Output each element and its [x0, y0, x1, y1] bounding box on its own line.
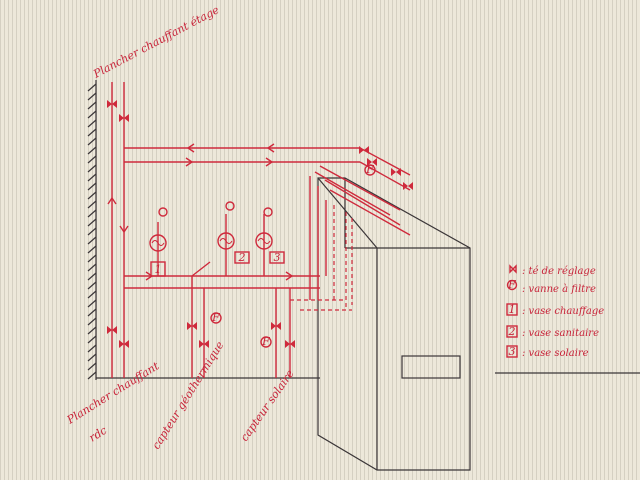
wall-hatch-line — [87, 326, 97, 335]
wall-hatch-line — [87, 272, 97, 281]
wall-hatch-line — [87, 308, 97, 317]
valve-icon — [199, 340, 209, 348]
solar-pipes — [275, 288, 291, 378]
wall-hatch-line — [87, 110, 97, 119]
legend-item-filter-valve: F : vanne à filtre — [506, 278, 596, 295]
wall-hatch-line — [87, 335, 97, 344]
svg-text:: vase sanitaire: : vase sanitaire — [522, 328, 599, 339]
wall-hatch-line — [87, 353, 97, 362]
valve-icon — [107, 100, 117, 108]
flow-arrow-icon — [285, 271, 294, 281]
legend-item-adjust-tee: : té de réglage — [509, 264, 596, 277]
vessel-tag-3: 3 — [269, 251, 285, 264]
valve-icon — [187, 322, 197, 330]
wall — [87, 80, 97, 380]
legend-item-heating-vessel: 1 : vase chauffage — [506, 303, 604, 317]
valve-icon — [271, 322, 281, 330]
valve-icon — [119, 340, 129, 348]
valve-icon — [391, 168, 401, 176]
svg-text:3: 3 — [509, 345, 516, 358]
wall-hatch-line — [87, 263, 97, 272]
label-floor-heating-upstairs: Plancher chauffant étage — [90, 3, 221, 81]
vessel-tag-1: 1 — [150, 261, 166, 277]
valve-icon — [359, 146, 369, 154]
wall-hatch-line — [87, 290, 97, 299]
legend-item-solar-vessel: 3 : vase solaire — [506, 345, 589, 359]
wall-hatch-line — [87, 317, 97, 326]
wall-hatch-line — [87, 128, 97, 137]
svg-text:1: 1 — [509, 303, 516, 316]
wall-hatch-line — [87, 227, 97, 236]
legend: : té de réglage F : vanne à filtre 1 : v… — [506, 264, 604, 359]
heating-vessel-branch — [149, 207, 168, 276]
svg-text:: vase solaire: : vase solaire — [522, 348, 589, 359]
svg-text:F: F — [211, 311, 220, 324]
wall-hatch-line — [87, 281, 97, 290]
flow-arrow-icon — [119, 225, 129, 234]
valve-icon — [403, 182, 413, 190]
svg-text:3: 3 — [274, 251, 281, 264]
riser-pipes — [111, 82, 360, 378]
flow-arrow-icon — [107, 196, 117, 205]
wall-hatch-line — [87, 344, 97, 353]
collector-pipes — [290, 147, 411, 311]
filter-tag-geothermal: F — [210, 311, 222, 324]
flow-arrow-icon — [266, 143, 275, 153]
svg-text:2: 2 — [508, 325, 516, 338]
legend-item-sanitary-vessel: 2 : vase sanitaire — [506, 325, 599, 339]
wall-hatch-line — [87, 182, 97, 191]
valve-icon — [107, 326, 117, 334]
flow-arrows — [107, 143, 294, 281]
svg-text:F: F — [365, 163, 374, 176]
svg-text:2: 2 — [238, 251, 246, 264]
flow-arrow-icon — [265, 157, 274, 167]
svg-text:: vanne à filtre: : vanne à filtre — [522, 284, 596, 295]
geothermal-pipes — [191, 261, 211, 378]
wall-hatch-line — [87, 299, 97, 308]
wall-hatch-line — [87, 92, 97, 101]
wall-hatch-line — [87, 191, 97, 200]
wall-hatch-line — [87, 173, 97, 182]
solar-vessel-branch — [255, 207, 273, 276]
wall-hatch-line — [87, 137, 97, 146]
label-geothermal-sensor: capteur géothermique — [150, 339, 227, 452]
svg-text:: vase chauffage: : vase chauffage — [522, 306, 604, 317]
valve-icon — [285, 340, 295, 348]
flow-arrow-icon — [186, 143, 195, 153]
wall-hatch-line — [87, 155, 97, 164]
wall-hatch-line — [87, 200, 97, 209]
wall-hatch-line — [87, 245, 97, 254]
wall-hatch-line — [87, 236, 97, 245]
svg-text:1: 1 — [155, 263, 162, 276]
wall-hatch-line — [87, 83, 97, 92]
filter-tag-collector: F — [364, 163, 376, 176]
svg-text:: té de réglage: : té de réglage — [522, 266, 596, 277]
wall-hatch-line — [87, 119, 97, 128]
label-floor-heating-ground-sub: rdc — [87, 424, 110, 445]
label-floor-heating-ground: Plancher chauffant — [64, 359, 162, 427]
valve-icon — [119, 114, 129, 122]
valve-icon — [367, 158, 377, 166]
sanitary-vessel-branch — [217, 201, 235, 276]
boiler-panel — [401, 355, 461, 379]
wall-hatch-line — [87, 209, 97, 218]
svg-text:F: F — [507, 278, 516, 291]
wall-hatch-line — [87, 164, 97, 173]
vessel-tag-2: 2 — [234, 251, 250, 264]
filter-tag-solar: F — [260, 335, 272, 348]
flow-arrow-icon — [185, 157, 194, 167]
wall-hatch-line — [87, 362, 97, 371]
wall-hatch-line — [87, 218, 97, 227]
svg-text:F: F — [261, 335, 270, 348]
wall-hatch-line — [87, 254, 97, 263]
wall-hatch-line — [87, 146, 97, 155]
valves — [107, 100, 413, 348]
wall-hatch-line — [87, 371, 97, 380]
wall-hatch-line — [87, 101, 97, 110]
